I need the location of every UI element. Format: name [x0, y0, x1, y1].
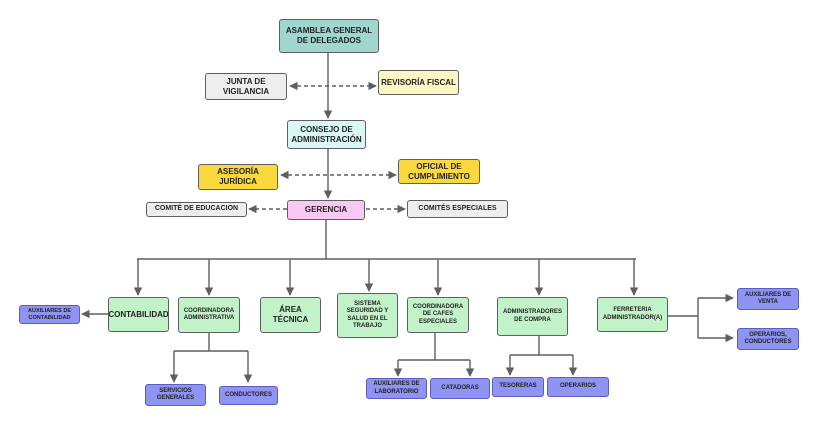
node-auxiliares-contabilidad: AUXILIARES DE CONTABILIDAD [19, 305, 80, 324]
node-administradores-compra: ADMINISTRADORES DE COMPRA [497, 297, 568, 336]
node-asesoria-juridica: ASESORÍA JURÍDICA [198, 164, 278, 190]
node-junta-vigilancia: JUNTA DE VIGILANCIA [205, 73, 287, 100]
node-conductores: CONDUCTORES [219, 386, 278, 405]
node-coordinadora-cafes: COORDINADORA DE CAFES ESPECIALES [407, 297, 469, 333]
node-asamblea: ASAMBLEA GENERAL DE DELEGADOS [279, 19, 379, 53]
node-revisoria-fiscal: REVISORÍA FISCAL [378, 70, 459, 95]
node-comites-especiales: COMITÉS ESPECIALES [407, 200, 508, 218]
node-ferreteria: FERRETERIA ADMINISTRADOR(A) [597, 297, 668, 332]
node-tesoreras: TESORERAS [492, 377, 544, 397]
node-operarios: OPERARIOS [547, 377, 609, 397]
node-operarios-conductores: OPERARIOS, CONDUCTORES [737, 328, 799, 350]
node-contabilidad: CONTABILIDAD [108, 297, 169, 332]
node-auxiliares-venta: AUXILIARES DE VENTA [737, 288, 799, 310]
node-auxiliares-laboratorio: AUXILIARES DE LABORATORIO [366, 378, 427, 399]
node-oficial-cumplimiento: OFICIAL DE CUMPLIMIENTO [398, 159, 480, 184]
node-area-tecnica: ÁREA TÉCNICA [260, 297, 321, 333]
node-coordinadora-administrativa: COORDINADORA ADMINISTRATIVA [178, 297, 240, 333]
node-gerencia: GERENCIA [287, 200, 365, 220]
node-consejo-administracion: CONSEJO DE ADMINISTRACIÓN [287, 120, 366, 149]
node-catadoras: CATADORAS [430, 378, 490, 399]
node-servicios-generales: SERVICIOS GENERALES [145, 384, 206, 406]
node-sistema-seguridad: SISTEMA SEGURIDAD Y SALUD EN EL TRABAJO [337, 293, 398, 338]
node-comite-educacion: COMITÉ DE EDUCACION [146, 202, 247, 217]
